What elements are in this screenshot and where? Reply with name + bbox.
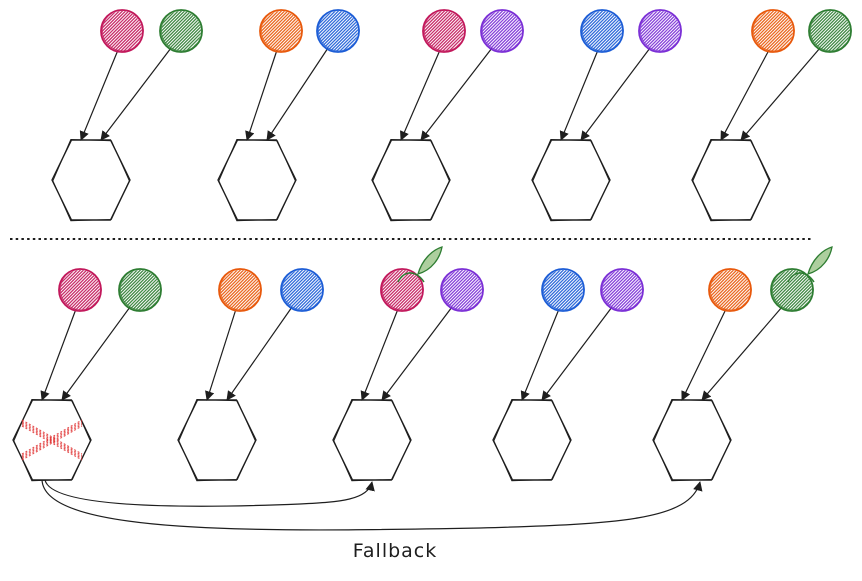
arrow (720, 49, 770, 141)
arrow (681, 308, 727, 401)
node-hexagon (652, 398, 732, 482)
arrow (400, 49, 441, 141)
node-hexagon (531, 138, 611, 222)
arrow (740, 47, 821, 141)
bottom-group-2 (177, 268, 324, 482)
top-group-4 (531, 9, 682, 222)
failed-cross-icon (21, 419, 83, 461)
arrow (520, 308, 560, 401)
pod-blue (541, 268, 585, 312)
arrow (580, 47, 651, 141)
node-hexagon (51, 138, 131, 222)
top-group-2 (217, 9, 360, 222)
pod-purple (600, 268, 644, 312)
leaf-icon (787, 246, 833, 283)
bottom-group-4 (492, 268, 644, 482)
node-hexagon (177, 398, 257, 482)
arrow (420, 47, 493, 141)
pod-purple (638, 9, 682, 53)
bottom-row (12, 246, 833, 482)
arrow (245, 49, 278, 141)
pod-green (770, 268, 814, 312)
arrow (541, 306, 613, 401)
arrow (79, 49, 119, 141)
top-group-5 (691, 9, 852, 222)
pod-green (159, 9, 203, 53)
leaf-icon (397, 246, 443, 283)
top-group-3 (371, 9, 524, 222)
arrow (61, 306, 131, 401)
arrow (360, 308, 399, 401)
pod-orange (218, 268, 262, 312)
arrow (226, 306, 293, 401)
top-row (51, 9, 852, 222)
arrow (559, 49, 599, 141)
arrow (40, 308, 77, 401)
fallback-arrows (41, 479, 703, 531)
arrow (266, 47, 329, 141)
node-hexagon (217, 138, 297, 222)
node-hexagon (371, 138, 451, 222)
fallback-arrow-2 (41, 479, 703, 531)
fallback-arrow-1 (44, 479, 375, 507)
bottom-group-1 (12, 268, 162, 482)
pod-orange (708, 268, 752, 312)
pod-pink (58, 268, 102, 312)
fallback-label: Fallback (352, 540, 438, 562)
arrow (381, 306, 453, 401)
pod-blue (280, 268, 324, 312)
top-group-1 (51, 9, 203, 222)
bottom-group-5 (652, 246, 833, 482)
arrow (701, 306, 783, 401)
arrow (100, 47, 172, 141)
node-hexagon (691, 138, 771, 222)
node-hexagon (12, 398, 92, 482)
arrow (205, 308, 237, 401)
node-hexagon (492, 398, 572, 482)
node-hexagon (332, 398, 412, 482)
